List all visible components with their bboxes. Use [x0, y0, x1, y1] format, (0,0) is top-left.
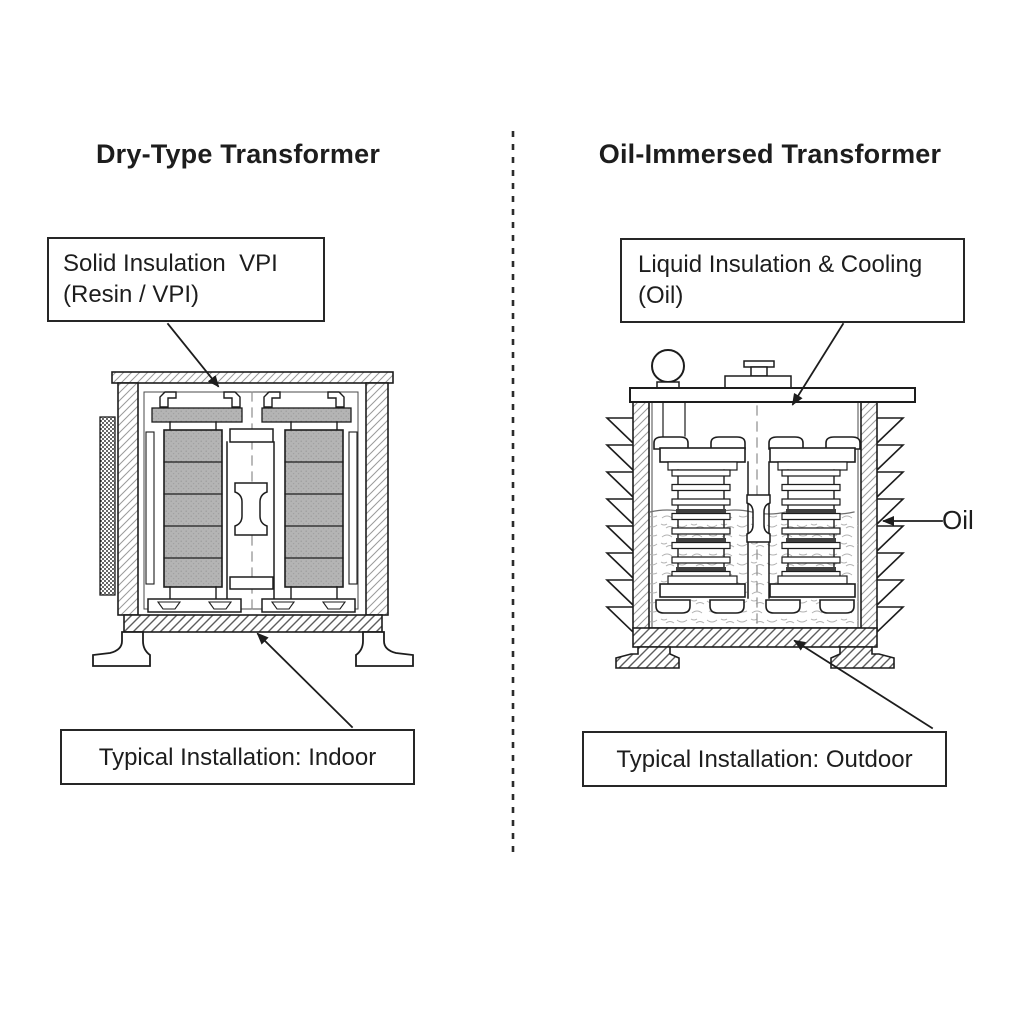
oil-gauge-bushing: [651, 349, 685, 383]
dry-type-transformer-diagram: [92, 322, 414, 729]
dry-core-and-yokes: [226, 428, 275, 599]
oil-immersed-title: Oil-Immersed Transformer: [598, 139, 942, 169]
oil-installation-label-box: Typical Installation: Outdoor: [582, 731, 947, 787]
dry-legs: [92, 631, 414, 667]
manhole-cap: [724, 375, 792, 389]
mesh-vent-strip: [99, 416, 116, 596]
oil-pointer-label: Oil: [942, 505, 974, 535]
dry-enclosure-walls: [111, 371, 394, 633]
dry-bottom-rails: [147, 598, 356, 613]
winding-stack-right: [765, 436, 861, 614]
leader-arrow-dry-insulation: [166, 322, 220, 388]
dry-top-caps: [151, 391, 352, 431]
oil-installation-text: Typical Installation: Outdoor: [616, 745, 913, 773]
dry-insulation-label-box: Solid Insulation VPI (Resin / VPI): [47, 237, 325, 322]
oil-insulation-label-box: Liquid Insulation & Cooling (Oil): [620, 238, 965, 323]
oil-insulation-line1: Liquid Insulation & Cooling: [638, 251, 923, 278]
dry-installation-label-box: Typical Installation: Indoor: [60, 729, 415, 785]
dry-coil-windings: [145, 429, 358, 600]
tank-base-and-legs: [615, 627, 895, 669]
dry-type-title: Dry-Type Transformer: [95, 139, 381, 169]
leader-arrow-dry-installation: [256, 632, 354, 729]
dry-insulation-line2: (Resin / VPI): [63, 281, 200, 308]
winding-stack-left: [653, 436, 746, 614]
leader-arrow-oil-installation: [793, 639, 934, 730]
dry-insulation-line1: Solid Insulation VPI: [63, 250, 278, 277]
cooling-fins: [605, 417, 905, 634]
oil-insulation-line2: (Oil): [638, 282, 684, 309]
oil-immersed-transformer-diagram: [605, 322, 943, 730]
dry-installation-text: Typical Installation: Indoor: [98, 743, 377, 771]
leader-arrow-oil-insulation: [791, 322, 845, 406]
oil-core-limb: [746, 461, 771, 599]
tank-lid-and-fittings: [629, 349, 916, 437]
